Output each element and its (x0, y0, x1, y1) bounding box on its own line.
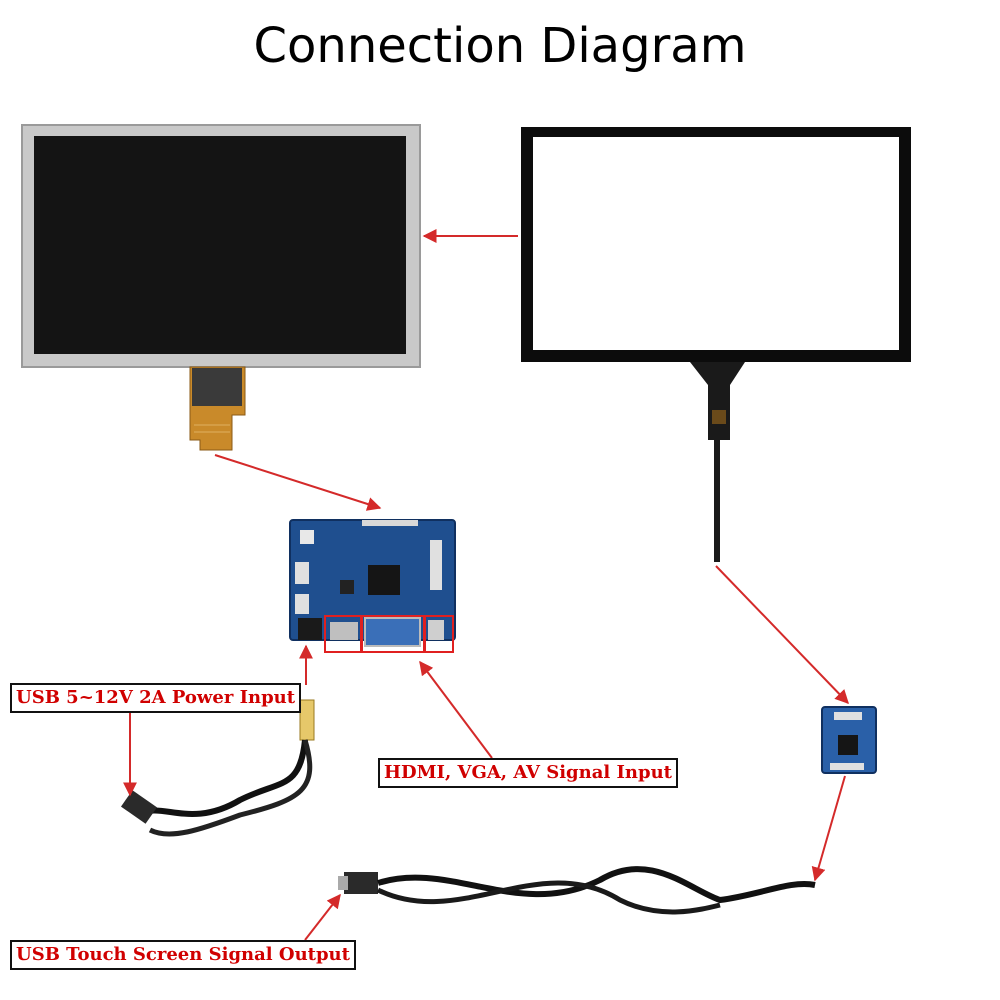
touch-controller-board (821, 706, 877, 774)
power-cable (120, 699, 315, 837)
lcd-panel (21, 124, 421, 451)
arrows (123, 229, 849, 941)
power-input-label: USB 5~12V 2A Power Input (10, 683, 302, 713)
touch-output-label: USB Touch Screen Signal Output (10, 940, 356, 970)
driver-board (289, 519, 456, 653)
touch-usb-cable (338, 866, 816, 915)
page-title: Connection Diagram (253, 18, 747, 74)
signal-input-label: HDMI, VGA, AV Signal Input (378, 758, 678, 788)
touch-panel (521, 127, 911, 562)
